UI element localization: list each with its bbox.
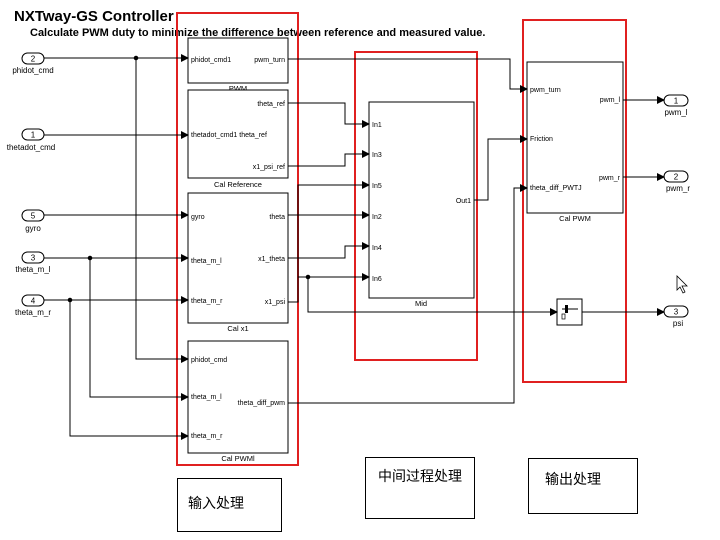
port-label: In3 (372, 152, 382, 159)
port-label: theta_ref (257, 101, 285, 108)
mouse-cursor-icon (676, 275, 688, 294)
port-label: theta_m_l (191, 394, 222, 401)
group-frame-output (522, 19, 627, 383)
group-label-output: 输出处理 (528, 458, 638, 514)
selector-block[interactable] (556, 298, 583, 326)
port-label: gyro (191, 214, 205, 221)
port-label: x1_psi (265, 299, 286, 306)
port-label: pwm_l (600, 97, 621, 104)
outport-label: psi (673, 319, 683, 328)
inport-label: gyro (25, 224, 41, 233)
inport-label: phidot_cmd (12, 66, 53, 75)
outport-number: 2 (674, 173, 679, 182)
diagram-title: NXTway-GS Controller (14, 8, 174, 25)
port-label: theta_diff_pwm (238, 400, 286, 407)
port-label: phidot_cmd1 (191, 57, 231, 64)
outport-label: pwm_r (666, 184, 690, 193)
block-name: Cal Reference (214, 180, 262, 189)
inport-number: 2 (31, 55, 36, 64)
inport-number: 3 (31, 254, 36, 263)
port-label: theta_m_r (191, 298, 223, 305)
inport-label: thetadot_cmd (7, 143, 55, 152)
signal-wires (44, 54, 665, 440)
port-label: x1_psi_ref (253, 164, 285, 171)
outport-label: pwm_l (664, 108, 687, 117)
block-pwm[interactable]: phidot_cmd1 pwm_turn PWM (187, 37, 289, 93)
port-label: pwm_turn (530, 87, 561, 94)
port-label: x1_theta (258, 256, 285, 263)
diagram-subtitle: Calculate PWM duty to minimize the diffe… (30, 27, 486, 39)
port-label: In6 (372, 276, 382, 283)
port-label: theta (269, 214, 285, 221)
block-cal-reference[interactable]: thetadot_cmd1 theta_ref theta_ref x1_psi… (187, 89, 289, 189)
group-label-middle: 中间过程处理 (365, 457, 475, 519)
port-label: theta_m_l (191, 258, 222, 265)
port-label: pwm_turn (254, 57, 285, 64)
block-cal-pwml[interactable]: phidot_cmd theta_m_l theta_m_r theta_dif… (187, 340, 289, 463)
block-cal-pwm[interactable]: pwm_turn Friction theta_diff_PWTJ pwm_l … (526, 61, 624, 223)
block-name: PWM (229, 84, 247, 93)
inport-number: 4 (31, 297, 36, 306)
inport-phidot-cmd[interactable]: 2 phidot_cmd (12, 52, 54, 75)
port-label: thetadot_cmd1 theta_ref (191, 132, 267, 139)
port-label: In2 (372, 214, 382, 221)
block-mid[interactable]: In1 In3 In5 In2 In4 In6 Out1 Mid (368, 101, 475, 308)
inport-theta-m-l[interactable]: 3 theta_m_l (15, 251, 51, 274)
outport-number: 3 (674, 308, 679, 317)
block-cal-x1[interactable]: gyro theta_m_l theta_m_r theta x1_theta … (187, 192, 289, 333)
port-label: Out1 (456, 198, 471, 205)
port-label: phidot_cmd (191, 357, 227, 364)
port-label: In5 (372, 183, 382, 190)
block-name: Cal PWMl (221, 454, 255, 463)
port-label: theta_diff_PWTJ (530, 185, 582, 192)
group-label-input: 输入处理 (177, 478, 282, 532)
port-label: theta_m_r (191, 433, 223, 440)
block-name: Mid (415, 299, 427, 308)
outport-pwm-r[interactable]: 2 pwm_r (663, 170, 690, 193)
inport-theta-m-r[interactable]: 4 theta_m_r (15, 294, 51, 317)
outport-number: 1 (674, 97, 679, 106)
outport-psi[interactable]: 3 psi (663, 305, 689, 328)
inport-label: theta_m_r (15, 308, 51, 317)
block-name: Cal x1 (227, 324, 248, 333)
outport-pwm-l[interactable]: 1 pwm_l (663, 94, 689, 117)
inport-thetadot-cmd[interactable]: 1 thetadot_cmd (7, 128, 55, 152)
port-label: pwm_r (599, 175, 621, 182)
inport-label: theta_m_l (15, 265, 50, 274)
inport-gyro[interactable]: 5 gyro (21, 209, 45, 233)
port-label: In4 (372, 245, 382, 252)
inport-number: 5 (31, 212, 36, 221)
port-label: Friction (530, 136, 553, 143)
port-label: In1 (372, 122, 382, 129)
inport-number: 1 (31, 131, 36, 140)
block-name: Cal PWM (559, 214, 591, 223)
group-frame-middle (354, 51, 478, 361)
